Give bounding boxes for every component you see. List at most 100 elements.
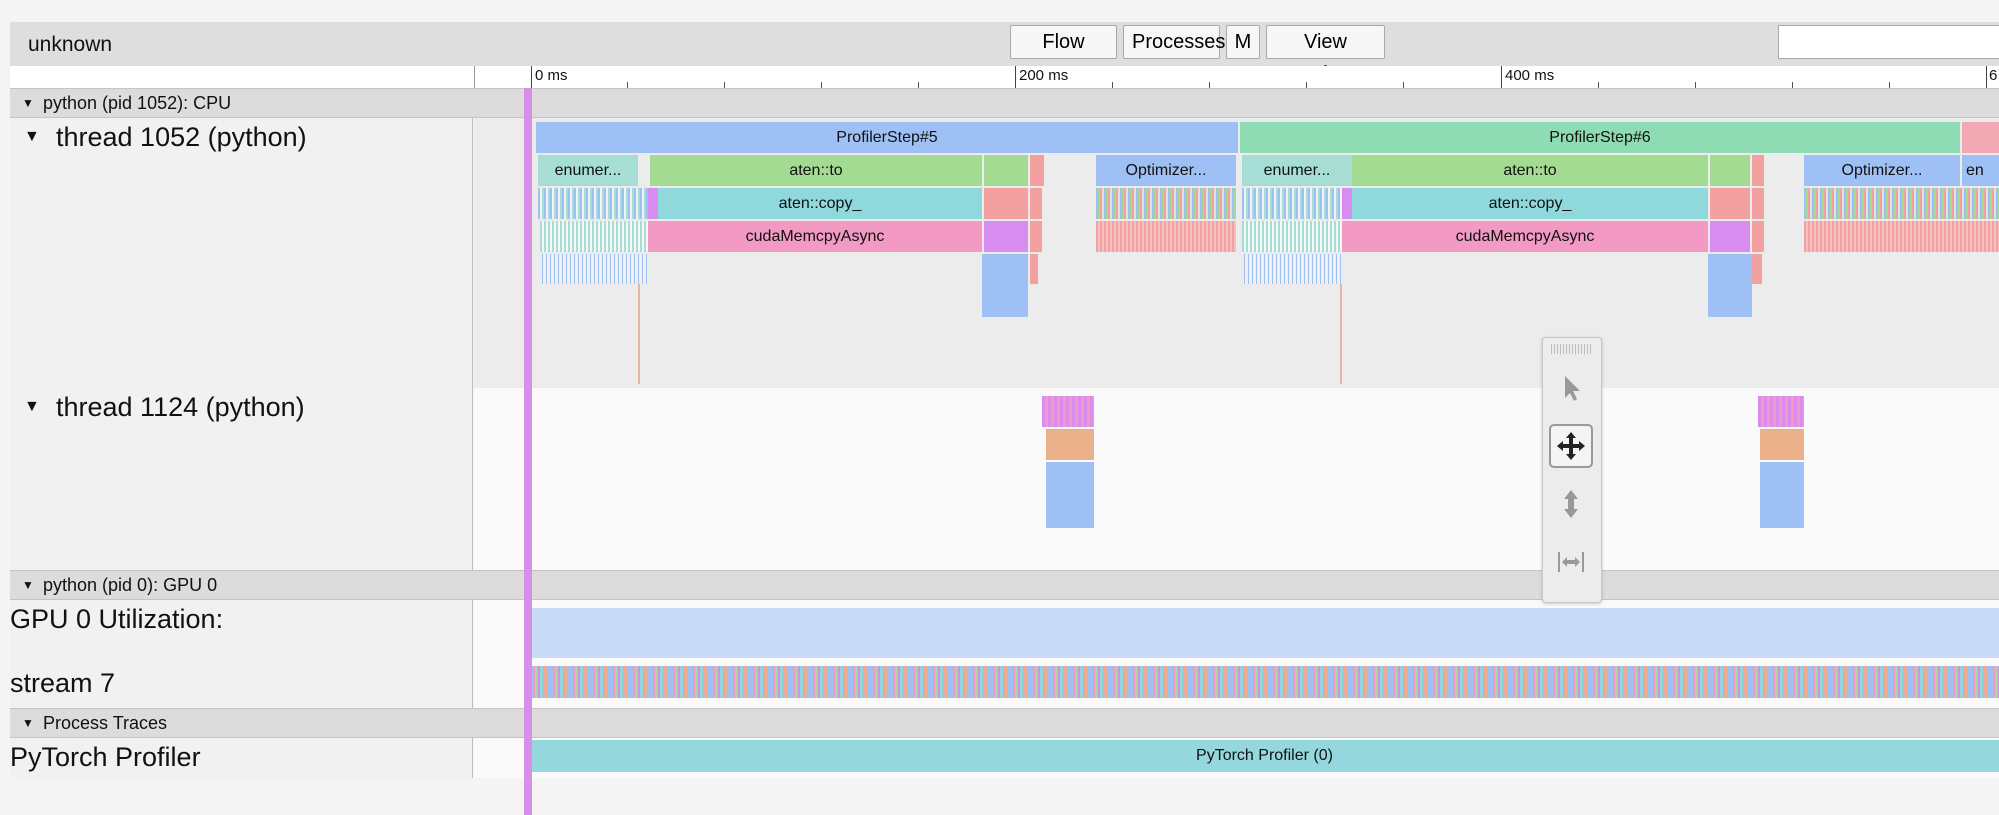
search-input[interactable] <box>1778 25 1999 59</box>
slice-block[interactable] <box>1760 429 1804 460</box>
kernel-stripes[interactable] <box>530 666 1999 698</box>
slice-profiler-step-6[interactable]: ProfilerStep#6 <box>1240 122 1960 153</box>
slice-small[interactable] <box>1710 221 1750 252</box>
timing-icon[interactable] <box>1549 540 1593 584</box>
slice-block[interactable] <box>1046 429 1094 460</box>
slice-small[interactable] <box>1752 155 1764 186</box>
selection-marker[interactable] <box>524 88 532 815</box>
slice-block[interactable] <box>1760 462 1804 528</box>
slice-small[interactable] <box>1030 221 1042 252</box>
pytorch-profiler-label: PyTorch Profiler <box>10 742 201 772</box>
slice-small[interactable] <box>648 188 658 219</box>
zoom-icon[interactable] <box>1549 482 1593 526</box>
utilization-fill <box>530 608 1999 658</box>
pan-icon[interactable] <box>1549 424 1593 468</box>
slice-small[interactable] <box>1342 188 1352 219</box>
collapse-arrow-icon[interactable]: ▼ <box>22 578 34 592</box>
slice-cuda-memcpy-async[interactable]: cudaMemcpyAsync <box>1342 221 1708 252</box>
track-pytorch-profiler[interactable]: PyTorch Profiler (0) <box>474 738 1999 778</box>
slice-enumerate[interactable]: enumer... <box>1242 155 1352 186</box>
slice-cluster[interactable] <box>1242 188 1342 219</box>
slice-small[interactable] <box>984 188 1028 219</box>
slice-aten-to-small[interactable] <box>1710 155 1750 186</box>
gpu-utilization-label: GPU 0 Utilization: <box>10 604 224 634</box>
slice-optimizer[interactable]: Optimizer... <box>1096 155 1236 186</box>
ruler-label-0: 0 ms <box>535 67 568 84</box>
track-label-pytorch-profiler: PyTorch Profiler <box>10 738 473 778</box>
slice-pytorch-profiler[interactable]: PyTorch Profiler (0) <box>530 740 1999 772</box>
slice-cluster[interactable] <box>1244 254 1342 284</box>
slice-small[interactable] <box>1752 188 1764 219</box>
track-label-gpu-utilization: GPU 0 Utilization: <box>10 600 473 658</box>
processes-button[interactable]: Processes <box>1123 25 1225 59</box>
slice-small[interactable] <box>1030 155 1044 186</box>
collapse-arrow-icon[interactable]: ▼ <box>24 398 40 415</box>
select-icon[interactable] <box>1549 366 1593 410</box>
top-toolbar: unknown Flow events Processes M View Opt… <box>10 22 1999 85</box>
slice-aten-to[interactable]: aten::to <box>650 155 982 186</box>
slice-cluster[interactable] <box>1096 188 1236 219</box>
stream-label: stream 7 <box>10 668 116 698</box>
flow-events-button[interactable]: Flow events <box>1010 25 1117 85</box>
slice-cuda-memcpy-async[interactable]: cudaMemcpyAsync <box>648 221 982 252</box>
ruler-label-400: 400 ms <box>1505 67 1555 84</box>
collapse-arrow-icon[interactable]: ▼ <box>24 128 40 145</box>
slice-small[interactable] <box>1030 188 1042 219</box>
slice-cluster[interactable] <box>1096 221 1236 252</box>
process-label: python (pid 1052): CPU <box>43 93 232 113</box>
ruler-label-200: 200 ms <box>1019 67 1069 84</box>
slice-block[interactable] <box>982 254 1028 317</box>
track-stream-7[interactable] <box>474 658 1999 708</box>
slice-small[interactable] <box>1030 254 1038 284</box>
slice-enumerate[interactable]: enumer... <box>538 155 638 186</box>
slice-cluster[interactable] <box>1042 396 1094 427</box>
slice-thin[interactable] <box>638 284 640 384</box>
track-thread-1124[interactable] <box>474 388 1999 570</box>
metadata-button[interactable]: M <box>1226 25 1260 59</box>
slice-cluster[interactable] <box>538 188 648 219</box>
slice-aten-copy[interactable]: aten::copy_ <box>658 188 982 219</box>
slice-cluster[interactable] <box>542 254 648 284</box>
slice-cluster[interactable] <box>1804 221 1999 252</box>
ruler-label-600: 6 <box>1989 67 1998 84</box>
slice-thin[interactable] <box>1340 284 1342 384</box>
track-gpu-utilization[interactable] <box>474 600 1999 658</box>
ruler-label-gutter <box>10 66 474 89</box>
slice-aten-to[interactable]: aten::to <box>1352 155 1708 186</box>
slice-small[interactable] <box>1710 188 1750 219</box>
slice-cluster[interactable] <box>1758 396 1804 427</box>
collapse-arrow-icon[interactable]: ▼ <box>22 716 34 730</box>
process-header-traces[interactable]: ▼ Process Traces <box>10 708 1999 738</box>
process-header-cpu[interactable]: ▼ python (pid 1052): CPU <box>10 88 1999 118</box>
slice-small[interactable] <box>1752 254 1762 284</box>
thread-label: thread 1052 (python) <box>56 122 307 152</box>
process-header-gpu[interactable]: ▼ python (pid 0): GPU 0 <box>10 570 1999 600</box>
bottom-area <box>10 778 1999 815</box>
track-thread-1052[interactable]: ProfilerStep#5 ProfilerStep#6 enumer... … <box>474 118 1999 388</box>
slice-aten-copy[interactable]: aten::copy_ <box>1352 188 1708 219</box>
slice-block[interactable] <box>1046 462 1094 528</box>
track-label-thread-1052: ▼ thread 1052 (python) <box>10 118 473 388</box>
slice-aten-to-small[interactable] <box>984 155 1028 186</box>
slice-profiler-step-7[interactable] <box>1962 122 1999 153</box>
process-label: Process Traces <box>43 713 168 733</box>
collapse-arrow-icon[interactable]: ▼ <box>22 96 34 110</box>
track-label-thread-1124: ▼ thread 1124 (python) <box>10 388 473 570</box>
slice-block[interactable] <box>1708 254 1752 317</box>
trace-title: unknown <box>28 33 113 56</box>
process-label: python (pid 0): GPU 0 <box>43 575 218 595</box>
slice-cluster[interactable] <box>540 221 648 252</box>
slice-small[interactable] <box>984 221 1028 252</box>
slice-small[interactable] <box>1752 221 1764 252</box>
time-ruler[interactable]: 0 ms 200 ms 400 ms 6 <box>474 66 1999 89</box>
tool-palette[interactable] <box>1542 337 1602 603</box>
thread-label: thread 1124 (python) <box>56 392 305 422</box>
slice-enumerate-partial[interactable]: en <box>1962 155 1999 186</box>
palette-grip[interactable] <box>1551 344 1591 354</box>
slice-profiler-step-5[interactable]: ProfilerStep#5 <box>536 122 1238 153</box>
slice-cluster[interactable] <box>1804 188 1999 219</box>
view-options-button[interactable]: View Options <box>1266 25 1385 85</box>
track-label-stream-7: stream 7 <box>10 658 473 708</box>
slice-cluster[interactable] <box>1242 221 1342 252</box>
slice-optimizer[interactable]: Optimizer... <box>1804 155 1960 186</box>
